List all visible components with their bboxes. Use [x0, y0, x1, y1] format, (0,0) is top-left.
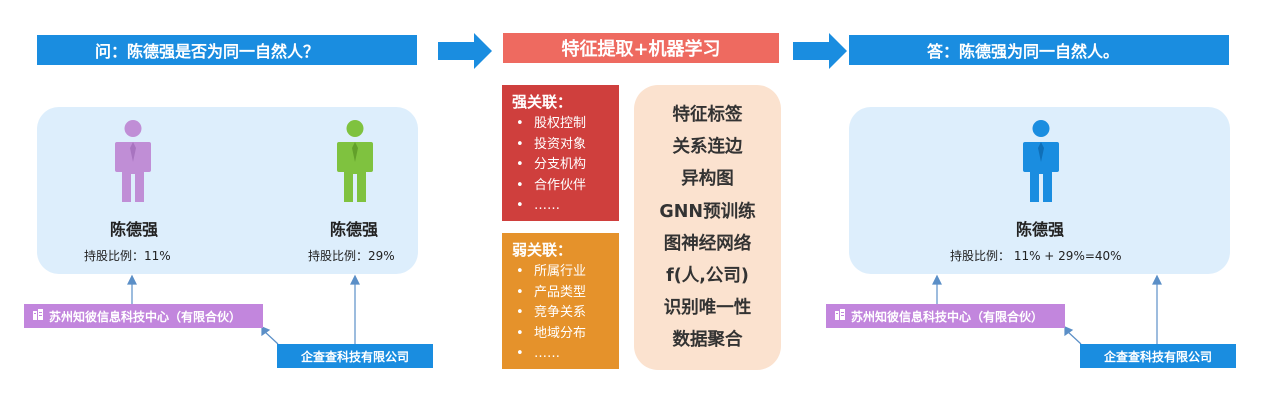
person-icon [114, 120, 152, 208]
list-item: •产品类型 [516, 284, 587, 300]
method-banner: 特征提取+机器学习 [503, 33, 779, 63]
ml-line: 识别唯一性 [663, 298, 752, 319]
company-tag-purple[interactable]: 苏州知彼信息科技中心（有限合伙） [826, 304, 1065, 328]
list-item: •竞争关系 [516, 305, 587, 320]
person-name: 陈德强 [1015, 220, 1064, 239]
list-item: •股权控制 [516, 116, 587, 131]
ml-line: 图神经网络 [663, 233, 752, 254]
person-share: 持股比例：29% [308, 249, 395, 263]
person-icon [336, 120, 374, 208]
ml-line: f(人,公司) [666, 266, 749, 287]
strong-relation-title: 强关联： [512, 93, 573, 111]
company-name: 苏州知彼信息科技中心（有限合伙） [49, 309, 242, 324]
list-item: •所属行业 [516, 264, 587, 279]
ml-line: 数据聚合 [672, 330, 743, 351]
building-icon [32, 309, 44, 323]
company-tag-blue[interactable]: 企查查科技有限公司 [277, 344, 433, 368]
building-icon [834, 309, 846, 323]
list-item: •…… [516, 346, 560, 361]
person-name: 陈德强 [329, 220, 378, 239]
ml-line: 特征标签 [672, 105, 743, 125]
ml-feature-box: 特征标签 关系连边 异构图 GNN预训练 图神经网络 f(人,公司) 识别唯一性… [634, 85, 781, 370]
company-name: 苏州知彼信息科技中心（有限合伙） [851, 309, 1044, 324]
list-item: •分支机构 [516, 157, 587, 172]
ml-line: GNN预训练 [659, 201, 756, 222]
weak-relation-box: 弱关联： •所属行业 •产品类型 •竞争关系 •地域分布 •…… [502, 233, 619, 369]
company-name: 企查查科技有限公司 [1103, 349, 1212, 364]
question-text: 问：陈德强是否为同一自然人？ [95, 42, 320, 61]
method-title: 特征提取+机器学习 [561, 39, 721, 60]
list-item: •合作伙伴 [516, 177, 587, 193]
person-icon [1022, 120, 1060, 208]
question-banner: 问：陈德强是否为同一自然人？ [37, 35, 417, 65]
person-share: 持股比例：11% [84, 249, 171, 263]
ml-line: 异构图 [681, 169, 734, 190]
list-item: •地域分布 [516, 325, 587, 341]
strong-relation-box: 强关联： •股权控制 •投资对象 •分支机构 •合作伙伴 •…… [502, 85, 619, 221]
company-tag-purple[interactable]: 苏州知彼信息科技中心（有限合伙） [24, 304, 263, 328]
person-name: 陈德强 [109, 220, 158, 239]
person-share: 持股比例： 11% + 29%=40% [950, 249, 1122, 263]
company-name: 企查查科技有限公司 [300, 349, 409, 364]
list-item: •投资对象 [516, 136, 587, 152]
list-item: •…… [516, 198, 560, 213]
answer-text: 答：陈德强为同一自然人。 [927, 42, 1120, 61]
answer-banner: 答：陈德强为同一自然人。 [849, 35, 1229, 65]
company-tag-blue[interactable]: 企查查科技有限公司 [1080, 344, 1236, 368]
weak-relation-title: 弱关联： [512, 241, 573, 259]
ml-line: 关系连边 [672, 137, 743, 158]
